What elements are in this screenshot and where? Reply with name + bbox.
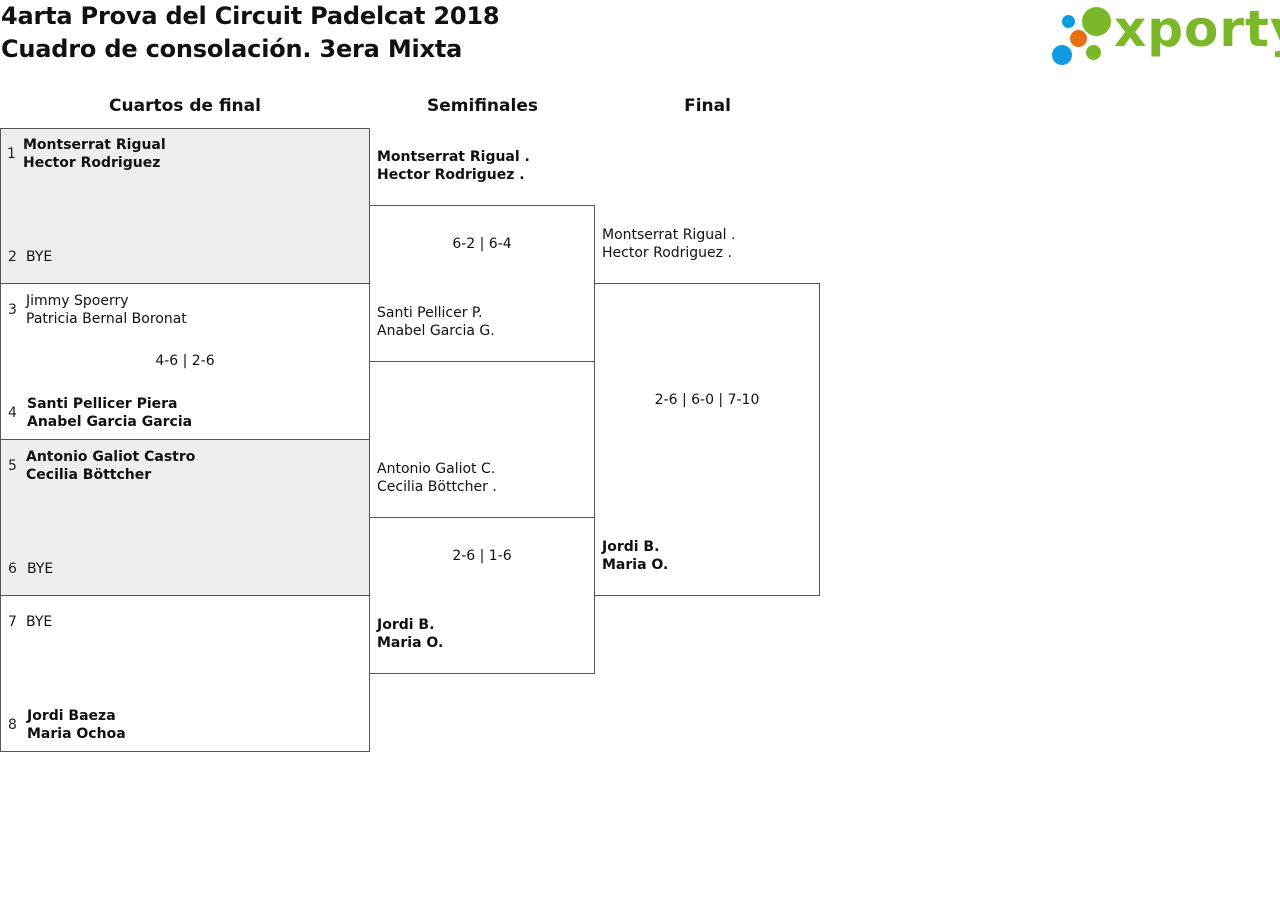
sf1-team2-player1: Santi Pellicer P. [377,305,483,321]
final-team2-player1: Jordi B. [602,539,660,555]
draw-subtitle: Cuadro de consolación. 3era Mixta [1,35,463,63]
round-header-final: Final [684,96,731,116]
xporty-logo[interactable]: xporty [1050,0,1280,68]
qf3-team1-player2: Cecilia Böttcher [26,467,152,483]
sf1-team1-player1: Montserrat Rigual . [377,149,530,165]
qf2-team2-player1: Santi Pellicer Piera [27,396,178,412]
final-team1-player1: Montserrat Rigual . [602,227,736,243]
qf2-score: 4-6 | 2-6 [155,353,215,369]
final-team1-player2: Hector Rodriguez . [602,245,732,261]
qf-match-1 [0,128,370,284]
final-team2-player2: Maria O. [602,557,669,573]
qf3-team2-bye: BYE [27,561,54,577]
sf1-team1-player2: Hector Rodriguez . [377,167,525,183]
logo-dot-orange [1070,30,1087,47]
qf3-team1-player1: Antonio Galiot Castro [26,449,196,465]
qf2-team2-player2: Anabel Garcia Garcia [27,414,193,430]
qf4-team1-bye: BYE [26,614,53,630]
seed-number: 4 [8,405,17,421]
final-score: 2-6 | 6-0 | 7-10 [654,392,760,408]
qf1-team2-bye: BYE [26,249,53,265]
logo-dot-blue [1062,15,1075,28]
seed-number: 3 [8,302,17,318]
seed-number: 1 [7,146,16,162]
seed-number: 6 [8,561,17,577]
qf1-team1-player2: Hector Rodriguez [23,155,161,171]
sf1-score: 6-2 | 6-4 [452,236,512,252]
qf1-team1-player1: Montserrat Rigual [23,137,166,153]
logo-wordmark: xporty [1114,0,1280,58]
round-header-semifinals: Semifinales [427,96,538,116]
sf2-score: 2-6 | 1-6 [452,548,512,564]
round-header-quarterfinals: Cuartos de final [109,96,261,116]
qf-match-3 [0,439,370,596]
seed-number: 8 [8,717,17,733]
logo-dot-green [1082,7,1111,36]
sf2-team1-player2: Cecilia Böttcher . [377,479,497,495]
sf1-team2-player2: Anabel Garcia G. [377,323,495,339]
seed-number: 7 [8,614,17,630]
sf2-team2-player1: Jordi B. [377,617,435,633]
tournament-title: 4arta Prova del Circuit Padelcat 2018 [1,2,500,30]
sf2-team2-player2: Maria O. [377,635,444,651]
logo-dot-blue-large [1052,45,1072,65]
seed-number: 5 [8,458,17,474]
qf2-team1-player1: Jimmy Spoerry [26,293,129,309]
qf4-team2-player2: Maria Ochoa [27,726,126,742]
qf4-team2-player1: Jordi Baeza [27,708,116,724]
logo-dot-green-small [1086,45,1101,60]
sf2-team1-player1: Antonio Galiot C. [377,461,496,477]
qf2-team1-player2: Patricia Bernal Boronat [26,311,187,327]
seed-number: 2 [8,249,17,265]
final-match [594,283,820,596]
